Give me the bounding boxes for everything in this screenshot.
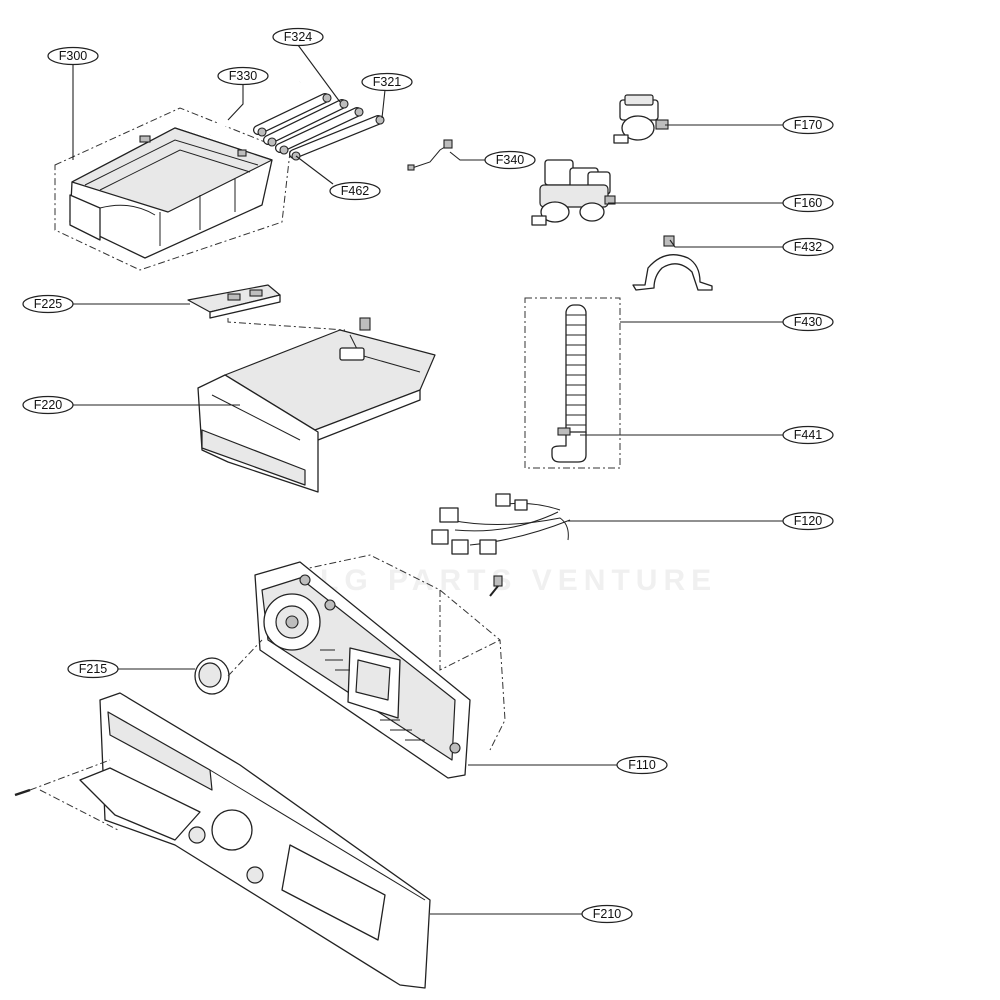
- dispenser-housing-part: [54, 107, 291, 271]
- callout-label: F225: [34, 297, 63, 311]
- callout-f120: F120: [568, 511, 834, 531]
- callout-label: F324: [284, 30, 313, 44]
- callout-label: F462: [341, 184, 370, 198]
- callout-f210: F210: [430, 904, 633, 924]
- callout-f340: F340: [449, 150, 536, 170]
- callout-label: F330: [229, 69, 258, 83]
- watermark-text: LG PARTS VENTURE: [320, 564, 717, 597]
- long-hose-part: [207, 78, 302, 138]
- callout-f300: F300: [47, 46, 99, 160]
- callout-f330: F330: [217, 66, 269, 121]
- callout-f462: F462: [295, 155, 381, 201]
- callout-label: F120: [794, 514, 823, 528]
- callout-f110: F110: [468, 755, 668, 775]
- dashed-link-cover-drawer: [227, 318, 346, 331]
- callout-f225: F225: [22, 294, 190, 314]
- triple-water-valve-part: [531, 159, 616, 226]
- program-knob-part: [194, 639, 263, 695]
- callout-label: F432: [794, 240, 823, 254]
- control-panel-front-part: [14, 692, 431, 989]
- callout-f321: F321: [361, 72, 413, 119]
- callout-label: F220: [34, 398, 63, 412]
- callout-f220: F220: [22, 395, 240, 415]
- callout-label: F160: [794, 196, 823, 210]
- callout-label: F441: [794, 428, 823, 442]
- wire-harness-part: [431, 493, 571, 555]
- callout-label: F170: [794, 118, 823, 132]
- callout-f170: F170: [665, 115, 834, 135]
- callout-f432: F432: [669, 237, 834, 257]
- small-connector-part: [407, 139, 453, 171]
- callout-label: F210: [593, 907, 622, 921]
- control-board-part: [254, 554, 506, 779]
- callout-f215: F215: [67, 659, 195, 679]
- small-cover-part: [187, 284, 281, 319]
- callout-label: F340: [496, 153, 525, 167]
- callout-f324: F324: [272, 27, 341, 103]
- callout-label: F300: [59, 49, 88, 63]
- callout-label: F110: [628, 758, 656, 772]
- callout-label: F215: [79, 662, 108, 676]
- inlet-hoses-part: [253, 93, 385, 161]
- single-water-valve-part: [613, 94, 669, 144]
- hose-guide-part: [632, 235, 713, 291]
- detergent-drawer-part: [197, 317, 436, 493]
- screw-part: [489, 575, 503, 597]
- callout-f160: F160: [608, 193, 834, 213]
- callout-f430: F430: [620, 312, 834, 332]
- callout-label: F321: [373, 75, 402, 89]
- drain-hose-part: [524, 297, 621, 469]
- callout-label: F430: [794, 315, 823, 329]
- callout-f441: F441: [580, 425, 834, 445]
